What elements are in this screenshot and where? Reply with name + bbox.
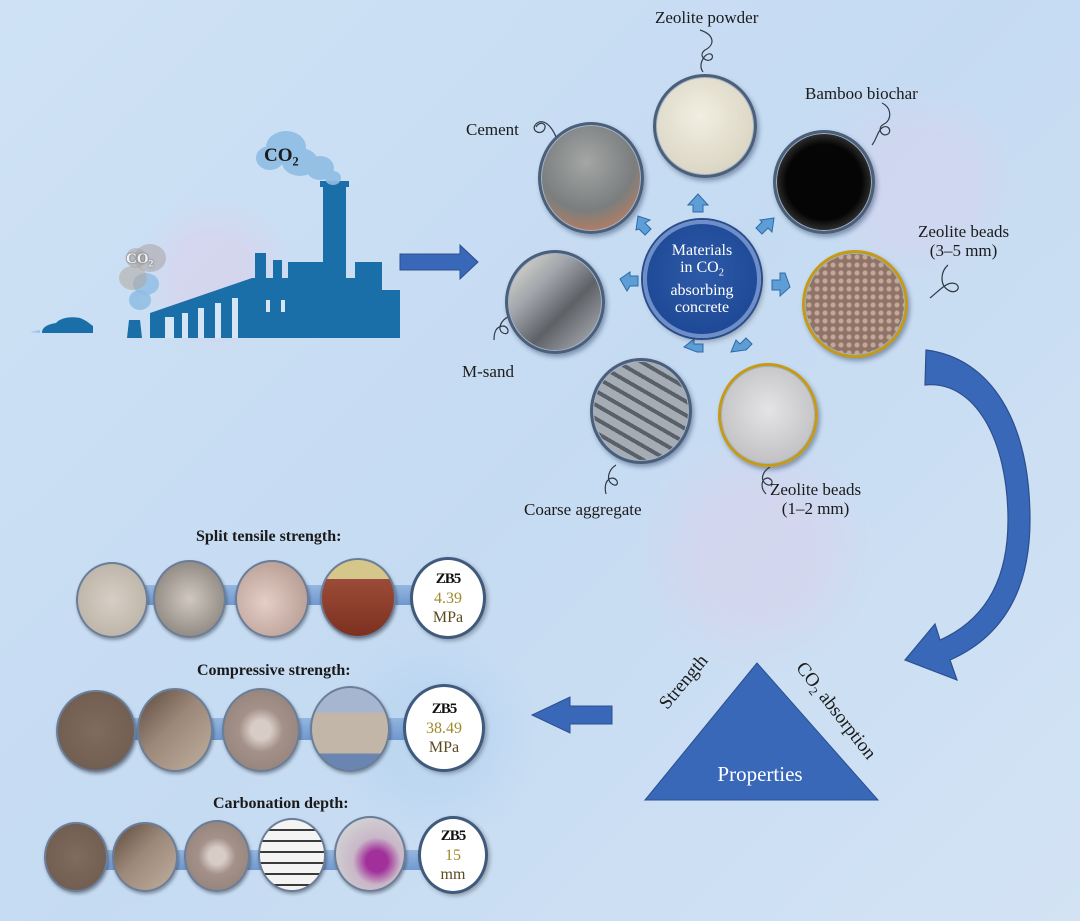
split-tensile-title: Split tensile strength: (196, 528, 342, 545)
hub-line-3: absorbing (670, 281, 734, 299)
material-photo-m-sand (505, 250, 605, 354)
carbonation-mix: ZB5 (440, 827, 466, 844)
small-chimney-co2-label: CO2 (126, 250, 153, 273)
split-tensile-photo-3 (235, 560, 309, 638)
material-photo-zeolite-beads-1-2 (718, 363, 818, 467)
split-tensile-photo-4 (320, 558, 396, 638)
material-photo-coarse-aggregate (590, 358, 692, 464)
carbonation-photo-2 (112, 822, 178, 892)
hub-arrows (619, 193, 791, 353)
split-tensile-photo-1 (76, 562, 148, 638)
material-photo-cement (538, 122, 644, 234)
label-bamboo-biochar: Bamboo biochar (805, 84, 918, 103)
label-cement: Cement (466, 120, 519, 139)
compressive-photo-1 (56, 690, 136, 772)
hub-line-1: Materials (671, 242, 733, 260)
small-co2-sub: 2 (148, 258, 154, 270)
split-tensile-mix: ZB5 (435, 570, 461, 587)
factory-co2-text: CO (264, 145, 293, 166)
label-zeolite-beads-1-2-size: (1–2 mm) (781, 499, 850, 518)
curved-arrow-icon (904, 349, 1031, 682)
carbonation-value: 15 (445, 846, 461, 864)
hub-line-4: concrete (674, 298, 730, 316)
hub-line-2-sub: 2 (718, 267, 724, 279)
properties-triangle (643, 662, 880, 801)
carbonation-title: Carbonation depth: (213, 795, 349, 812)
label-zeolite-beads-1-2: Zeolite beads (1–2 mm) (770, 480, 861, 518)
car-icon (30, 317, 93, 333)
arrow-left-icon (530, 696, 613, 734)
split-tensile-photo-2 (153, 560, 226, 638)
factory-co2-label: CO2 (264, 146, 299, 171)
carbonation-unit: mm (440, 865, 466, 883)
split-tensile-unit: MPa (432, 608, 464, 626)
arrow-right-icon (399, 243, 479, 281)
materials-hub: Materials in CO2 absorbing concrete (643, 220, 761, 338)
properties-label: Properties (717, 762, 803, 786)
label-zeolite-beads-3-5: Zeolite beads (3–5 mm) (918, 222, 1009, 260)
compressive-value: 38.49 (426, 719, 462, 737)
carbonation-photo-1 (44, 822, 108, 892)
compressive-title: Compressive strength: (197, 662, 351, 679)
label-m-sand: M-sand (462, 362, 514, 381)
compressive-result: ZB5 38.49 MPa (403, 684, 485, 772)
compressive-photo-4 (310, 686, 390, 772)
label-zeolite-beads-3-5-name: Zeolite beads (918, 222, 1010, 241)
carbonation-photo-5 (334, 816, 406, 892)
small-chimney-icon (119, 244, 166, 338)
label-zeolite-beads-3-5-size: (3–5 mm) (929, 241, 998, 260)
compressive-photo-3 (222, 688, 300, 772)
carbonation-result: ZB5 15 mm (418, 816, 488, 894)
material-photo-zeolite-beads-3-5 (802, 250, 908, 358)
compressive-unit: MPa (428, 738, 460, 756)
smoke-cloud-icon (256, 131, 341, 185)
hub-line-2: in CO2 (680, 259, 724, 282)
carbonation-photo-4 (258, 818, 326, 892)
small-co2-text: CO (126, 251, 149, 267)
split-tensile-value: 4.39 (434, 589, 462, 607)
material-photo-bamboo-biochar (773, 130, 875, 234)
compressive-mix: ZB5 (431, 700, 457, 717)
label-connectors (493, 29, 959, 495)
label-zeolite-powder: Zeolite powder (655, 8, 759, 27)
factory-co2-sub: 2 (292, 154, 299, 169)
label-coarse-aggregate: Coarse aggregate (524, 500, 642, 519)
compressive-photo-2 (137, 688, 213, 772)
label-zeolite-beads-1-2-name: Zeolite beads (770, 480, 862, 499)
split-tensile-result: ZB5 4.39 MPa (410, 557, 486, 639)
carbonation-photo-3 (184, 820, 250, 892)
hub-line-2-text: in CO (680, 259, 719, 277)
material-photo-zeolite-powder (653, 74, 757, 178)
factory-windows (165, 298, 285, 338)
